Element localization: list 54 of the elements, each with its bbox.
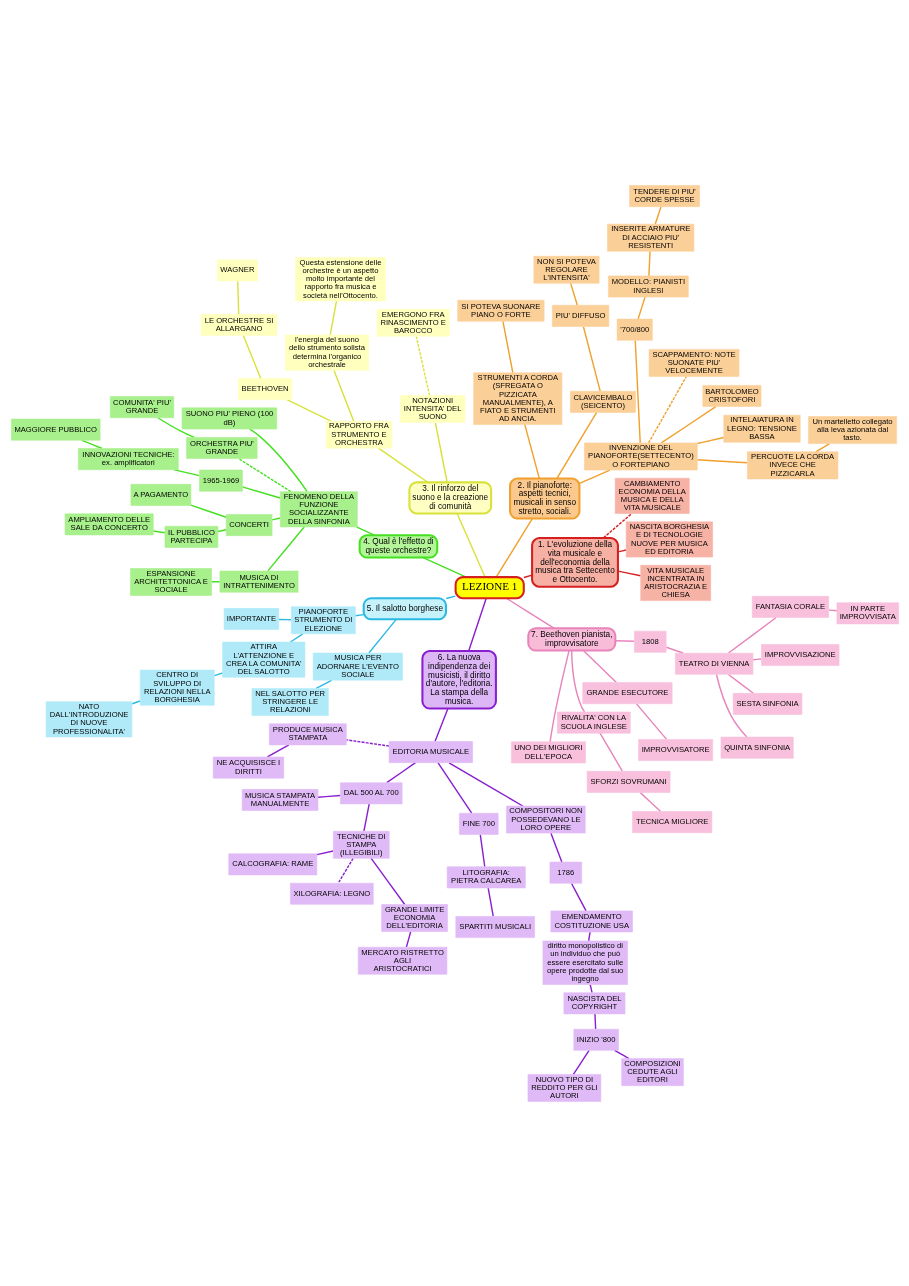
connector	[727, 616, 777, 654]
connector	[549, 832, 563, 863]
connector	[405, 930, 411, 948]
connector	[598, 731, 623, 772]
connector	[569, 282, 578, 306]
connector	[367, 618, 397, 654]
connector	[236, 279, 239, 315]
connector	[266, 743, 290, 758]
connector	[654, 205, 662, 225]
connector	[593, 1012, 596, 1030]
connector	[578, 468, 611, 484]
connector	[445, 594, 456, 599]
connector	[316, 794, 341, 798]
connector	[479, 833, 485, 867]
connector	[660, 405, 716, 444]
connector	[241, 485, 281, 499]
connector	[523, 423, 540, 479]
connector	[501, 320, 514, 373]
connector	[345, 738, 390, 747]
connector	[639, 791, 661, 812]
connector	[572, 1049, 590, 1075]
connector	[447, 761, 523, 807]
connector	[369, 857, 405, 905]
connector	[582, 325, 601, 392]
connector	[289, 632, 303, 643]
connector	[329, 299, 337, 336]
connector	[216, 528, 227, 532]
connector	[385, 761, 416, 783]
connector	[647, 250, 651, 277]
connector	[715, 673, 747, 738]
connector	[80, 439, 103, 449]
node-box: LEZIONE 1	[454, 575, 525, 599]
connector	[237, 457, 291, 492]
connector	[189, 503, 227, 518]
connector	[486, 886, 494, 917]
connector	[248, 427, 308, 492]
connector	[362, 802, 370, 832]
connector	[727, 673, 754, 694]
connector	[636, 295, 646, 320]
connector	[555, 411, 597, 479]
connector	[266, 525, 305, 572]
connector	[570, 882, 587, 912]
connector	[696, 458, 748, 463]
connector	[315, 849, 334, 855]
connector	[332, 369, 354, 422]
connector	[635, 702, 667, 740]
connector	[634, 339, 641, 444]
connector	[614, 639, 635, 642]
connector	[436, 761, 472, 814]
connector	[647, 375, 687, 444]
connector	[242, 334, 261, 379]
connector	[337, 857, 354, 884]
connector	[696, 436, 724, 444]
connector	[415, 335, 430, 396]
